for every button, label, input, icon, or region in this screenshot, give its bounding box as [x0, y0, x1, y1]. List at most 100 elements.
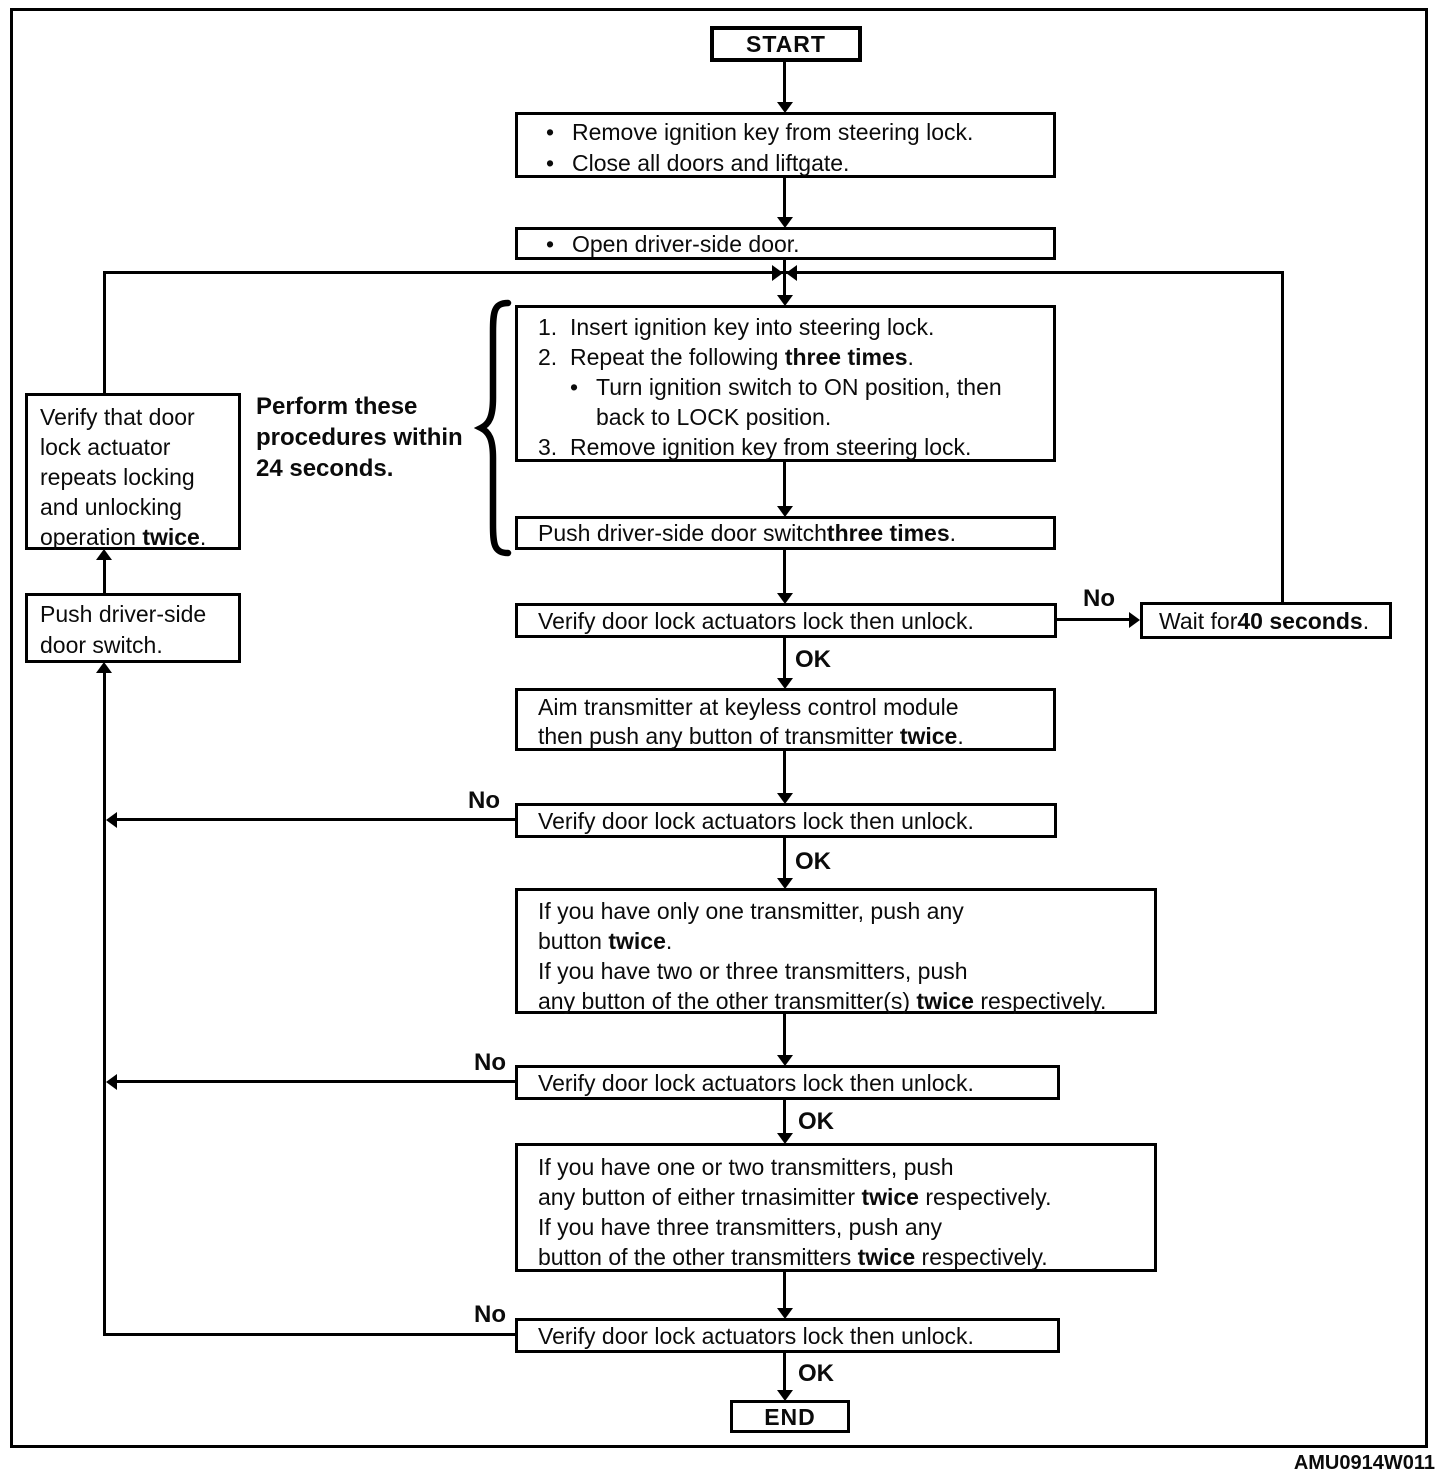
text-run-bold: three times: [826, 520, 950, 546]
text-line: any button of either trnasimitter twice …: [538, 1182, 1154, 1212]
connector-open-procedure: [783, 259, 786, 296]
text-line: procedures within: [256, 424, 463, 451]
text-line: and unlocking: [40, 492, 238, 522]
no-label-2: No: [468, 787, 500, 814]
wait-node: Wait for 40 seconds.: [1140, 602, 1392, 639]
transmitter-two-node: If you have one or two transmitters, pus…: [515, 1143, 1157, 1272]
diagram-frame: [10, 8, 1428, 1448]
connector-verify1-aim: [783, 638, 786, 679]
verify-node-2: Verify door lock actuators lock then unl…: [515, 803, 1057, 838]
aim-transmitter-node: Aim transmitter at keyless control modul…: [515, 688, 1056, 751]
text-run: Wait for: [1159, 607, 1238, 634]
text-run-bold: three times: [784, 344, 908, 370]
connector-aim-verify2: [783, 751, 786, 794]
arrowhead-into-end: [777, 1390, 793, 1401]
arrowhead-into-verify4: [777, 1308, 793, 1319]
connector-verify4-end: [783, 1353, 786, 1391]
bullet-icon: •: [570, 374, 579, 400]
text-line: • Close all doors and liftgate.: [546, 148, 1053, 179]
list-number: 1.: [538, 314, 558, 340]
text-line: button of the other transmitters twice r…: [538, 1242, 1154, 1272]
text-line: 1.Insert ignition key into steering lock…: [538, 312, 1053, 342]
connector-verify2-only1: [783, 838, 786, 879]
arrowhead-into-onetwo: [777, 1133, 793, 1144]
connector-onetwo-verify4: [783, 1272, 786, 1309]
text-line: lock actuator: [40, 432, 238, 462]
text-run: Turn ignition switch to ON position, the…: [596, 374, 1002, 400]
text-run: and unlocking: [40, 494, 182, 520]
connector-loop-top: [103, 271, 1284, 274]
text-run: door switch.: [40, 632, 163, 658]
connector-wait-loop: [1281, 271, 1284, 602]
text-run-bold: twice: [857, 1244, 916, 1270]
connector-verify3-onetwo: [783, 1100, 786, 1134]
left-push-door-switch-node: Push driver-side door switch.: [25, 593, 241, 663]
text-run: .: [907, 344, 914, 370]
arrowhead-into-leftpush: [96, 662, 112, 673]
text-run: Open driver-side door.: [572, 230, 800, 257]
figure-id: AMU0914W011: [1293, 1452, 1435, 1474]
bullet-icon: •: [546, 150, 555, 176]
text-line: operation twice.: [40, 522, 238, 552]
bullet-icon: •: [546, 230, 555, 257]
text-run: .: [949, 520, 957, 546]
ok-label-2: OK: [795, 848, 831, 875]
text-run: Push driver-side: [40, 601, 207, 627]
text-run: Remove ignition key from steering lock.: [570, 434, 972, 460]
text-line: Perform these: [256, 393, 418, 420]
text-line: then push any button of transmitter twic…: [538, 722, 1053, 751]
connector-verify3-no: [116, 1080, 515, 1083]
text-run: respectively.: [918, 1184, 1052, 1210]
text-run: button of the other transmitters: [538, 1244, 858, 1270]
start-node: START: [710, 26, 862, 62]
text-line: • Turn ignition switch to ON position, th…: [538, 372, 1053, 402]
text-line: If you have only one transmitter, push a…: [538, 896, 1154, 926]
text-run: If you have two or three transmitters, p…: [538, 958, 968, 984]
connector-left-loop-bottom: [103, 672, 106, 1336]
connector-verify4-no: [103, 1333, 515, 1336]
step-open-door-node: • Open driver-side door.: [515, 227, 1056, 260]
text-run: Push driver-side door switch: [538, 520, 827, 546]
text-run-bold: twice: [608, 928, 666, 954]
text-line: 24 seconds.: [256, 455, 394, 482]
text-run: operation: [40, 524, 143, 550]
text-run: any button of either trnasimitter: [538, 1184, 862, 1210]
text-run: .: [957, 723, 964, 749]
left-verify-actuator-node: Verify that door lock actuator repeats l…: [25, 393, 241, 550]
verify-node-3: Verify door lock actuators lock then unl…: [515, 1065, 1060, 1100]
arrowhead-into-wait: [1129, 612, 1140, 628]
text-run: back to LOCK position.: [596, 404, 832, 430]
text-run: Close all doors and liftgate.: [572, 150, 850, 176]
connector-procedure-push: [783, 462, 786, 507]
text-line: 2.Repeat the following three times.: [538, 342, 1053, 372]
text-run: respectively.: [973, 988, 1107, 1014]
note-perform-within: Perform these procedures within 24 secon…: [256, 391, 463, 484]
text-run-bold: twice: [916, 988, 974, 1014]
connector-leftpush-leftverify: [103, 559, 106, 593]
text-line: back to LOCK position.: [538, 402, 1053, 432]
verify-node-1: Verify door lock actuators lock then unl…: [515, 603, 1057, 638]
list-number: 2.: [538, 344, 558, 370]
connector-verify2-no: [116, 818, 515, 821]
connector-only1-verify3: [783, 1014, 786, 1056]
text-run: If you have three transmitters, push any: [538, 1214, 942, 1240]
connector-start-prep: [783, 60, 786, 103]
text-run: lock actuator: [40, 434, 171, 460]
text-run-bold: twice: [142, 524, 200, 550]
arrowhead-into-push: [777, 506, 793, 517]
bullet-icon: •: [546, 119, 555, 145]
text-line: Push driver-side: [40, 599, 238, 630]
curly-brace-icon: [474, 299, 512, 557]
text-run-bold: twice: [861, 1184, 919, 1210]
text-run: If you have only one transmitter, push a…: [538, 898, 964, 924]
arrowhead-into-verify2: [777, 793, 793, 804]
text-run: .: [665, 928, 673, 954]
text-run: then push any button of transmitter: [538, 723, 900, 749]
no-label-3: No: [474, 1049, 506, 1076]
no-label-4: No: [474, 1301, 506, 1328]
text-run: Aim transmitter at keyless control modul…: [538, 694, 959, 720]
step-remove-close-node: •Remove ignition key from steering lock.…: [515, 112, 1056, 178]
text-line: Verify that door: [40, 402, 238, 432]
text-line: repeats locking: [40, 462, 238, 492]
